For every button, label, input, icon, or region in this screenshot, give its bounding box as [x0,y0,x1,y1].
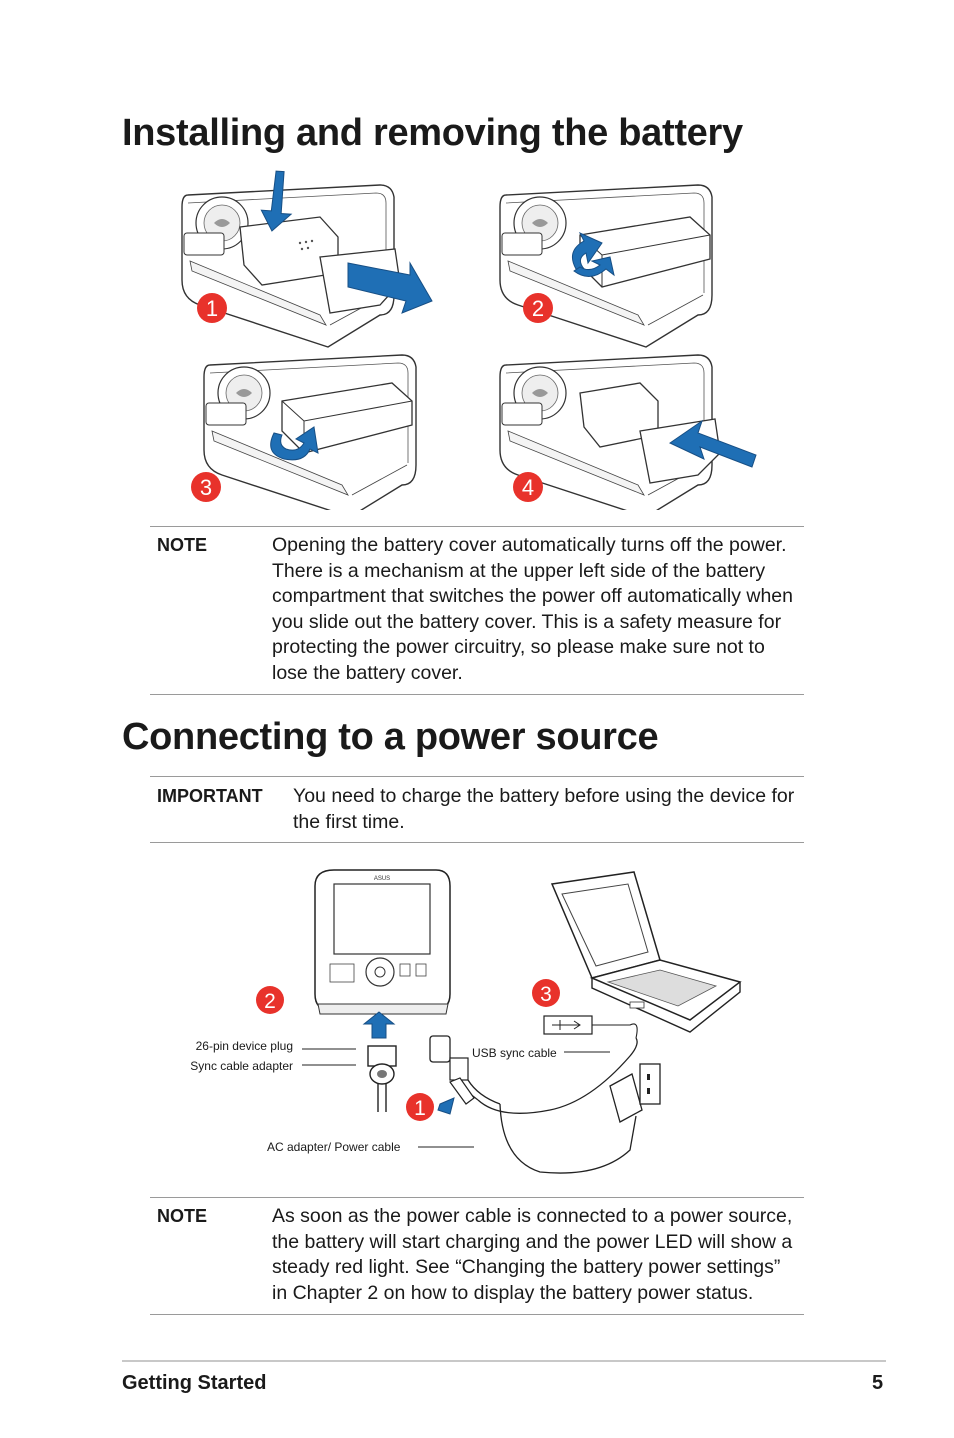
note-battery-cover: NOTE Opening the battery cover automatic… [150,533,804,693]
pda-device-illustration: ASUS [314,869,451,1015]
footer-rule [122,1360,886,1362]
callout-ac-adapter: AC adapter/ Power cable [267,1140,401,1154]
svg-text:2: 2 [264,990,276,1013]
battery-step-2-illustration: 2 [499,184,713,348]
battery-step-4-illustration: 4 [499,354,757,510]
sync-adapter-illustration [367,1045,397,1112]
note2-label: NOTE [157,1206,208,1226]
important-top-rule [150,776,804,777]
note2-bottom-rule [150,1314,804,1315]
callout-pin-plug: 26-pin device plug [196,1039,293,1053]
note-label: NOTE [157,535,208,555]
svg-text:ASUS: ASUS [374,876,390,882]
note-line: compartment that switches the power off … [272,585,793,608]
svg-text:3: 3 [540,983,552,1006]
connect-badge-1: 1 [406,1093,434,1121]
note2-line: steady red light. See “Changing the batt… [272,1256,781,1279]
laptop-illustration [550,871,742,1033]
svg-text:3: 3 [200,475,212,500]
ac-adapter-illustration [609,1063,661,1123]
step-badge-4: 4 [513,472,543,502]
important-label: IMPORTANT [157,786,263,806]
important-line: the first time. [293,810,405,833]
usb-plug-illustration [429,1035,479,1101]
section-title-battery: Installing and removing the battery [122,112,743,154]
note-line: There is a mechanism at the upper left s… [272,559,766,582]
note-line: Opening the battery cover automatically … [272,534,787,556]
footer-section: Getting Started [122,1372,267,1394]
note2-line: the battery will start charging and the … [272,1230,793,1253]
step-badge-3: 3 [191,472,221,502]
step-badge-2: 2 [523,293,553,323]
connect-badge-3: 3 [532,979,560,1007]
svg-text:4: 4 [522,475,534,500]
important-box: IMPORTANT You need to charge the battery… [150,784,804,836]
important-bottom-rule [150,842,804,843]
note-line: protecting the power circuitry, so pleas… [272,636,765,659]
important-line: You need to charge the battery before us… [293,785,795,807]
section-title-power: Connecting to a power source [122,716,659,758]
step-badge-1: 1 [197,293,227,323]
note2-top-rule [150,1197,804,1198]
note-line: lose the battery cover. [272,661,463,684]
note-top-rule [150,526,804,527]
note-bottom-rule [150,694,804,695]
battery-step-3-illustration: 3 [191,354,417,510]
note2-line: As soon as the power cable is connected … [272,1205,793,1227]
svg-text:2: 2 [532,296,544,321]
battery-step-1-illustration: 1 [181,170,433,348]
note-charging: NOTE As soon as the power cable is conne… [150,1204,804,1312]
svg-text:1: 1 [414,1097,426,1120]
note-line: you slide out the battery cover. This is… [272,610,782,633]
power-connection-diagram: ASUS [190,869,742,1174]
usb-symbol-box [543,1015,638,1039]
callout-sync-adapter: Sync cable adapter [190,1059,293,1073]
battery-illustrations: 1 2 3 4 [181,170,757,510]
callout-usb-cable: USB sync cable [472,1046,557,1060]
connect-badge-2: 2 [256,986,284,1014]
page-number: 5 [872,1372,884,1394]
note2-line: in Chapter 2 on how to display the batte… [272,1281,754,1304]
svg-text:1: 1 [206,296,218,321]
